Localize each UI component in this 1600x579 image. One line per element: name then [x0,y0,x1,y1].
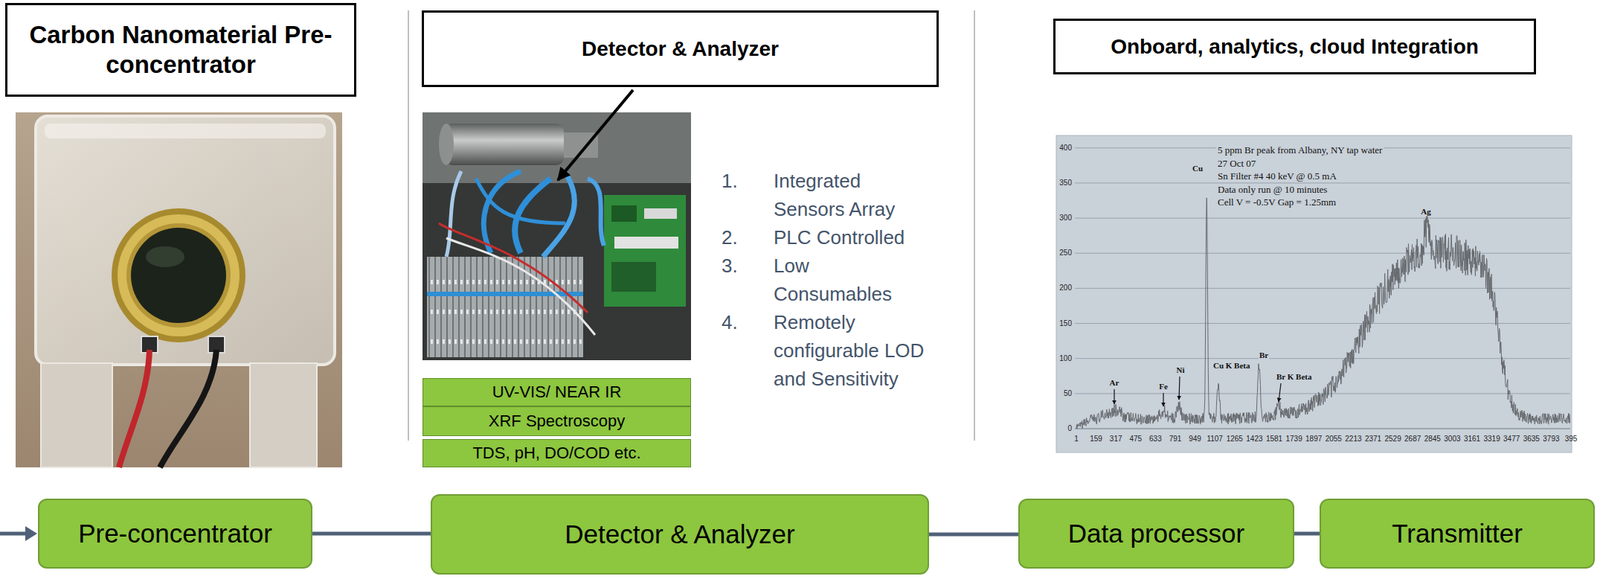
grid-line [1074,392,1571,394]
title-box: Onboard, analytics, cloud Integration [1053,18,1537,75]
axis-tick: 3319 [1483,434,1500,444]
axis-tick: 3635 [1523,434,1540,444]
divider-line [407,10,410,441]
leader-line [1278,383,1281,402]
title-box: Detector & Analyzer [421,10,939,88]
connector-line [1294,531,1320,536]
peak-label: Br K Beta [1275,371,1313,382]
axis-tick: 300 [1059,213,1072,223]
axis-tick: 2687 [1404,434,1421,444]
divider-line [973,10,976,441]
axis-tick: 1265 [1226,434,1243,444]
axis-tick: 1897 [1305,434,1322,444]
spectrum-line [1076,197,1571,429]
axis-tick: 100 [1059,354,1072,363]
chart-note: Data only run @ 10 minutes [1216,183,1329,196]
box-label: XRF Spectroscopy [488,411,625,431]
axis-tick: 1 [1074,434,1079,444]
axis-tick: 2213 [1344,434,1362,444]
axis-tick: 1581 [1266,434,1283,444]
axis-tick: 150 [1059,319,1072,329]
box-label: Detector & Analyzer [564,519,795,549]
peak-label: Cu K Beta [1212,360,1252,371]
peak-label: Ar [1109,377,1121,388]
axis-tick: 2529 [1384,434,1401,444]
axis-tick: 400 [1059,143,1072,153]
box-label: UV-VIS/ NEAR IR [492,382,622,402]
list-number: 4. [721,307,738,337]
box-label: Pre-concentrator [78,518,273,549]
axis-tick: 250 [1059,248,1072,258]
leader-line [1162,392,1164,407]
technique-cell: UV-VIS/ NEAR IR [422,377,692,407]
list-item: Integrated Sensors Array [773,166,927,224]
box-label: Onboard, analytics, cloud Integration [1110,34,1479,60]
process-box: Pre-concentrator [37,498,313,569]
leader-line [1113,389,1115,404]
axis-tick: 791 [1169,434,1182,444]
axis-tick: 2055 [1325,434,1342,444]
axis-tick: 200 [1059,283,1072,293]
process-box: Transmitter [1319,498,1595,569]
list-item: Low Consumables [773,251,927,308]
technique-cell: TDS, pH, DO/COD etc. [422,438,692,468]
list-number: 1. [721,166,738,195]
list-item: PLC Controlled [773,223,927,252]
peak-label: Br [1258,350,1269,361]
grid-line [1074,428,1571,430]
list-number: 2. [721,223,738,252]
leader-line [1178,376,1180,400]
preconcentrator-photo [15,112,343,468]
chart-ground [1056,135,1572,453]
list-item: Remotely configurable LOD and Sensitivit… [773,307,927,393]
axis-tick: 475 [1129,434,1142,444]
input-arrow [0,525,38,541]
axis-tick: 317 [1109,434,1123,444]
axis-tick: 159 [1089,434,1103,444]
grid-line [1074,252,1571,254]
chart-note: Cell V = -0.5V Gap = 1.25mm [1216,196,1338,209]
chart-note: 5 ppm Br peak from Albany, NY tap water [1216,144,1384,157]
box-label: Transmitter [1391,518,1523,549]
peak-label: Fe [1158,381,1169,392]
connector-line [312,531,431,536]
process-box: Detector & Analyzer [430,493,930,575]
list-number: 3. [721,251,738,280]
connector-line [929,532,1019,537]
peak-label: Cu [1191,163,1204,174]
box-label: TDS, pH, DO/COD etc. [472,443,641,463]
spectrum-chart [1056,135,1572,453]
grid-line [1074,287,1571,289]
detector-photo [422,112,692,361]
axis-tick: 3477 [1503,434,1520,444]
axis-tick: 2371 [1364,434,1382,444]
peak-label: Ag [1419,206,1432,217]
axis-tick: 3003 [1443,434,1461,444]
box-label: Detector & Analyzer [581,36,779,62]
technique-cell: XRF Spectroscopy [422,406,692,436]
axis-tick: 350 [1059,178,1072,188]
axis-tick: 3793 [1542,434,1560,444]
axis-tick: 395 [1565,434,1578,444]
axis-tick: 2845 [1424,434,1441,444]
box-label: Data processor [1068,518,1245,549]
axis-tick: 1423 [1245,434,1263,444]
axis-tick: 3161 [1463,434,1481,444]
title-box: Carbon Nanomaterial Pre-concentrator [5,2,357,97]
leader-arrow [557,90,634,181]
axis-tick: 1107 [1206,434,1223,444]
axis-tick: 1739 [1285,434,1302,444]
grid-line [1074,357,1571,359]
grid-line [1074,217,1571,219]
process-box: Data processor [1018,498,1295,569]
axis-tick: 949 [1188,434,1202,444]
chart-note: Sn Filter #4 40 keV @ 0.5 mA [1216,170,1339,183]
box-label: Carbon Nanomaterial Pre-concentrator [17,20,344,79]
axis-tick: 50 [1063,389,1072,398]
chart-note: 27 Oct 07 [1216,157,1258,170]
axis-tick: 0 [1067,423,1072,433]
peak-label: Ni [1176,365,1186,375]
axis-tick: 633 [1149,434,1162,444]
